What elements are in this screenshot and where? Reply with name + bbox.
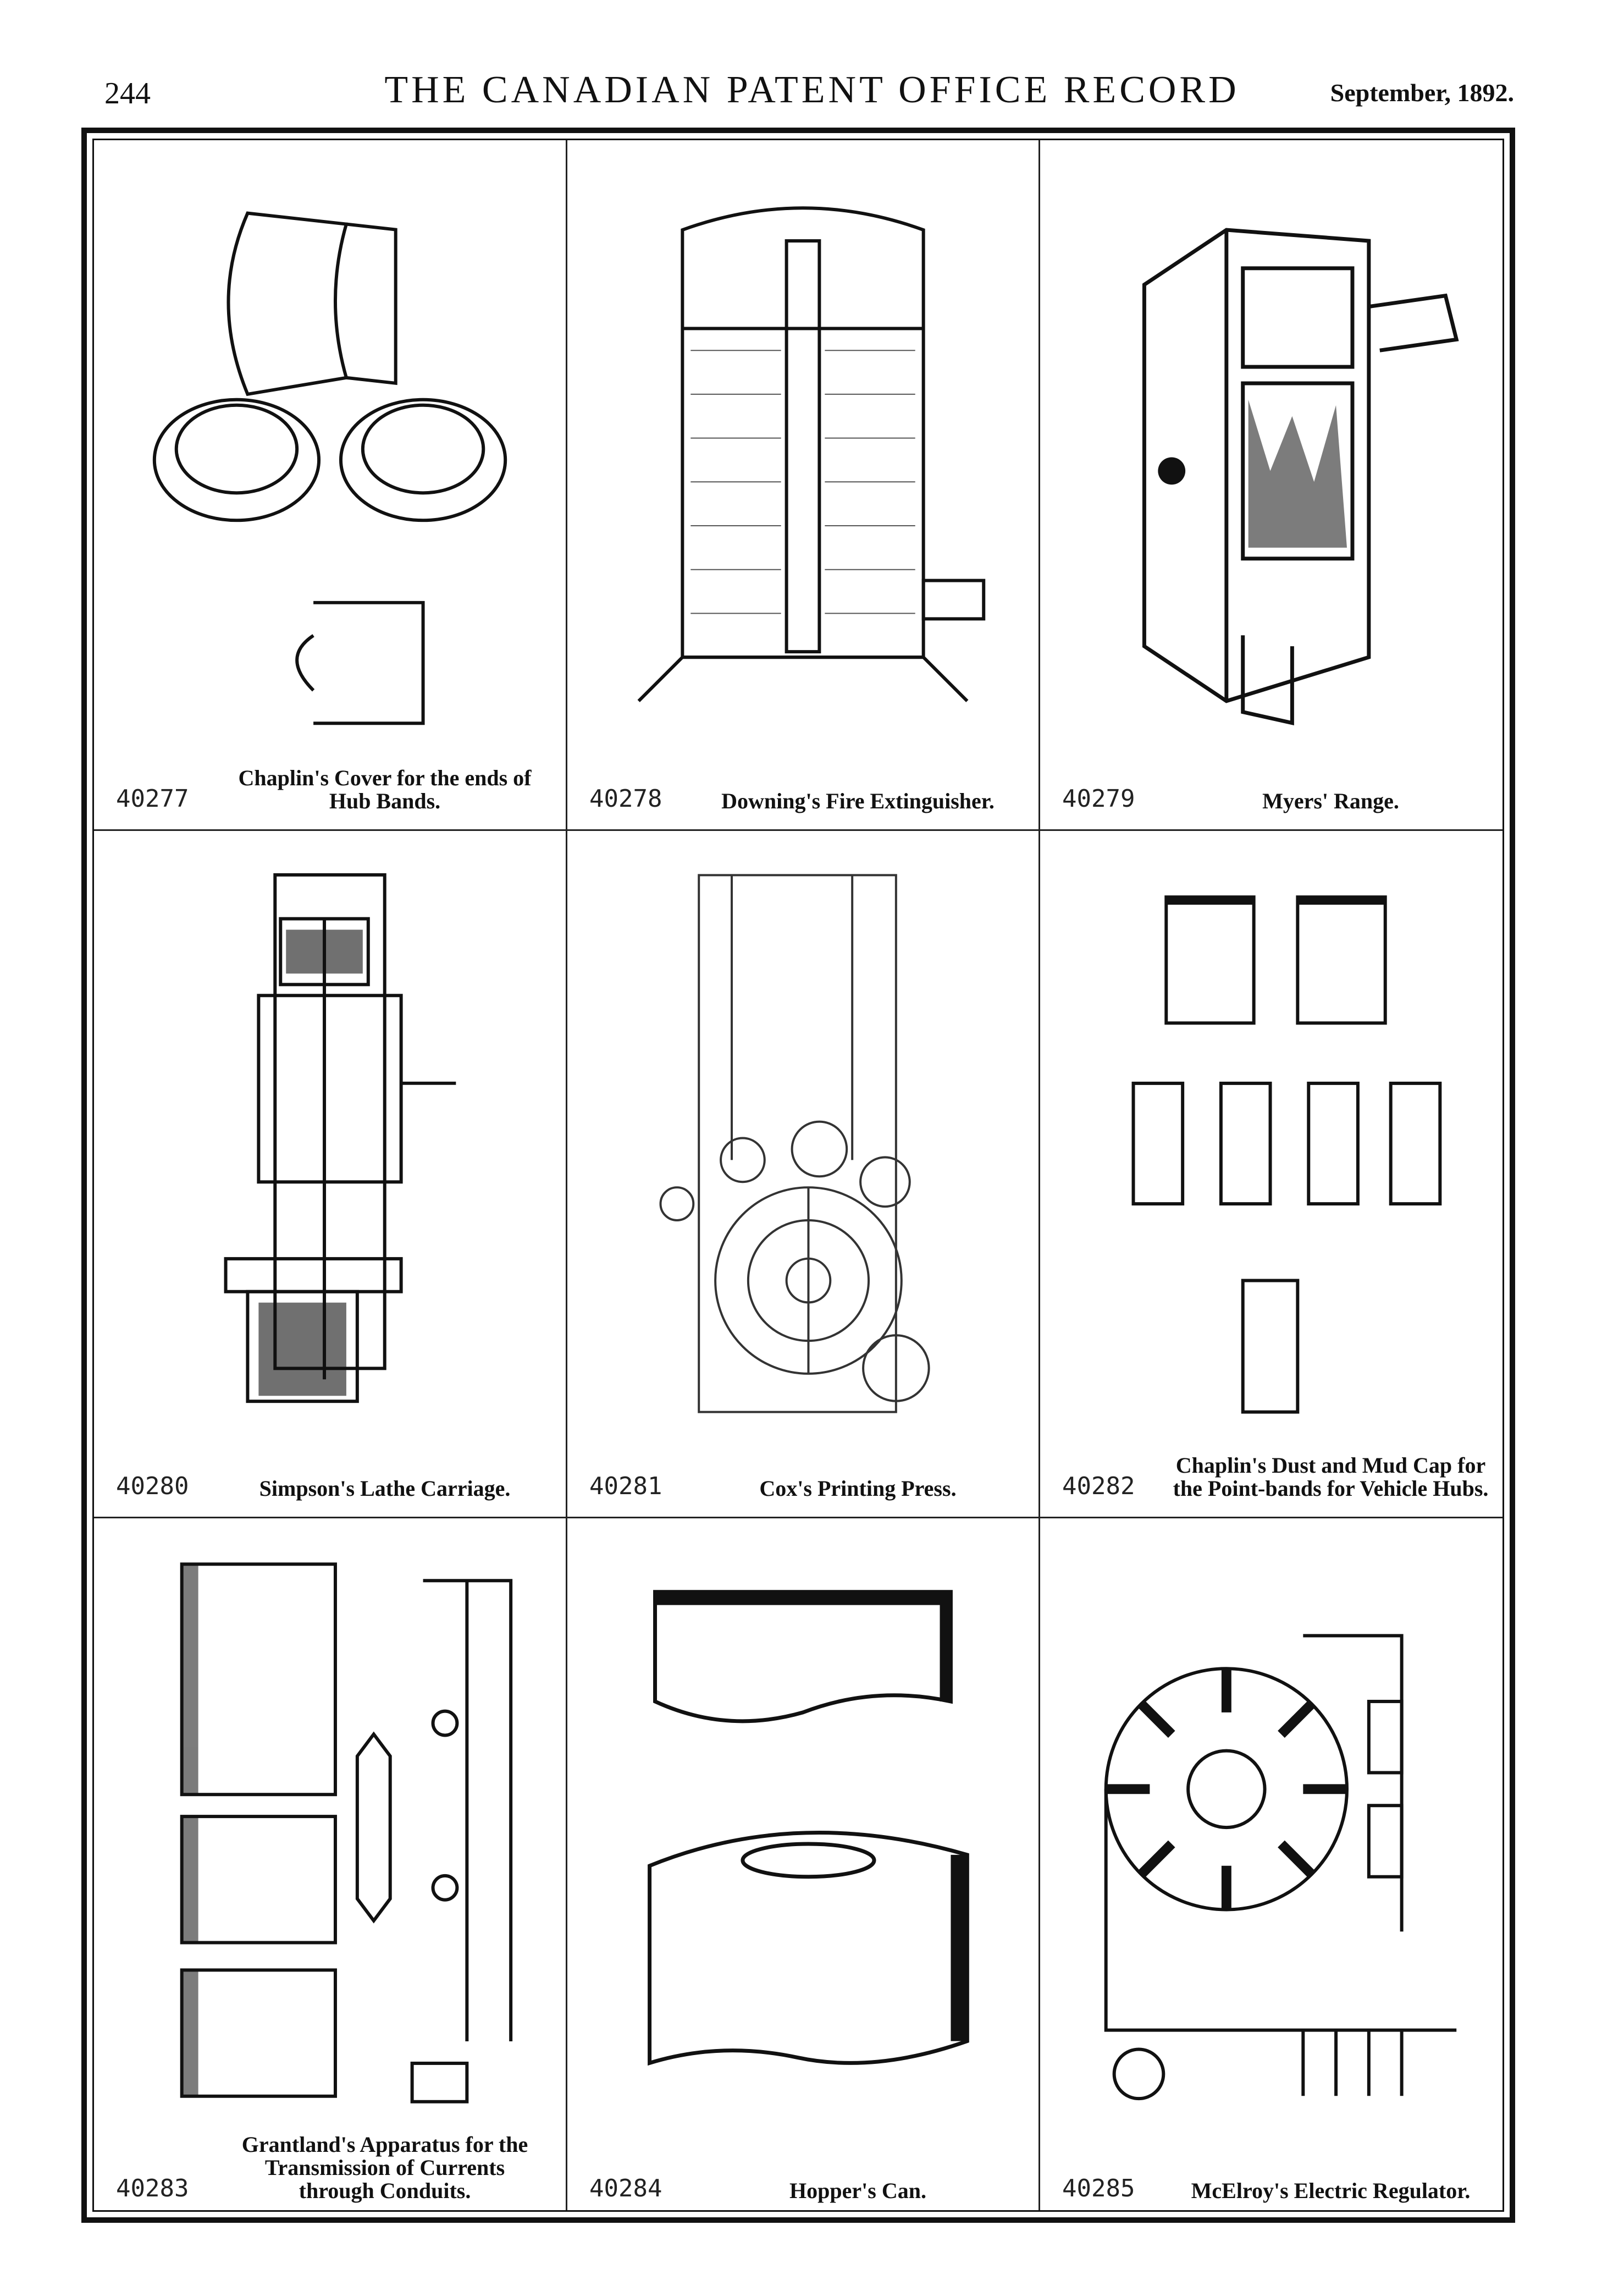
patent-caption: 40284 Hopper's Can.: [589, 2142, 1017, 2208]
patent-title: Grantland's Apparatus for the Transmissi…: [241, 2132, 528, 2203]
journal-title: THE CANADIAN PATENT OFFICE RECORD: [384, 69, 1240, 111]
patent-drawing-hub-band-cover: [116, 162, 544, 747]
patent-entry-40277: 40277 Chaplin's Cover for the ends of Hu…: [94, 140, 566, 829]
patent-drawing-current-transmission: [116, 1540, 544, 2136]
patent-title: Myers' Range.: [1262, 789, 1399, 813]
patent-number: 40285: [1062, 2174, 1135, 2202]
patent-entry-40285: 40285 McElroy's Electric Regulator.: [1040, 1518, 1511, 2219]
patent-caption: 40283 Grantland's Apparatus for the Tran…: [116, 2133, 544, 2208]
patent-caption: 40282 Chaplin's Dust and Mud Cap for the…: [1062, 1440, 1489, 1506]
row-divider: [94, 1517, 1503, 1518]
patent-number: 40284: [589, 2174, 662, 2202]
patent-number: 40282: [1062, 1472, 1135, 1500]
patent-entry-40281: 40281 Cox's Printing Press.: [567, 831, 1039, 1517]
patent-entry-40280: 40280 Simpson's Lathe Carriage.: [94, 831, 566, 1517]
patent-entry-40278: 40278 Downing's Fire Extinguisher.: [567, 140, 1039, 829]
patent-title: McElroy's Electric Regulator.: [1191, 2178, 1471, 2203]
column-divider: [566, 140, 567, 2210]
patent-number: 40278: [589, 785, 662, 813]
patent-number: 40279: [1062, 785, 1135, 813]
page-header: 244 THE CANADIAN PATENT OFFICE RECORD Se…: [0, 66, 1624, 132]
patent-caption: 40285 McElroy's Electric Regulator.: [1062, 2142, 1489, 2208]
patent-title: Cox's Printing Press.: [759, 1476, 957, 1501]
patent-drawing-fire-extinguisher: [589, 162, 1017, 747]
page-number: 244: [104, 76, 151, 111]
issue-date: September, 1892.: [1330, 79, 1514, 107]
patent-title: Chaplin's Cover for the ends of Hub Band…: [238, 765, 532, 813]
patent-caption: 40280 Simpson's Lathe Carriage.: [116, 1440, 544, 1506]
patent-drawing-can: [589, 1540, 1017, 2136]
patent-entry-40283: 40283 Grantland's Apparatus for the Tran…: [94, 1518, 566, 2219]
patent-drawing-range-stove: [1062, 162, 1489, 747]
patent-title: Chaplin's Dust and Mud Cap for the Point…: [1173, 1453, 1489, 1501]
patent-drawing-electric-regulator: [1062, 1540, 1489, 2136]
patent-title: Hopper's Can.: [789, 2178, 926, 2203]
patent-grid: 40277 Chaplin's Cover for the ends of Hu…: [92, 139, 1504, 2212]
patent-drawing-dust-cap: [1062, 853, 1489, 1434]
patent-caption: 40277 Chaplin's Cover for the ends of Hu…: [116, 752, 544, 818]
patent-entry-40284: 40284 Hopper's Can.: [567, 1518, 1039, 2219]
patent-caption: 40278 Downing's Fire Extinguisher.: [589, 752, 1017, 818]
patent-entry-40282: 40282 Chaplin's Dust and Mud Cap for the…: [1040, 831, 1511, 1517]
patent-drawing-lathe-carriage: [116, 853, 544, 1434]
patent-title: Simpson's Lathe Carriage.: [259, 1476, 511, 1501]
patent-grid-frame: 40277 Chaplin's Cover for the ends of Hu…: [81, 128, 1515, 2223]
patent-number: 40281: [589, 1472, 662, 1500]
patent-number: 40283: [116, 2174, 189, 2202]
patent-drawing-printing-press: [589, 853, 1017, 1434]
patent-entry-40279: 40279 Myers' Range.: [1040, 140, 1511, 829]
patent-caption: 40281 Cox's Printing Press.: [589, 1440, 1017, 1506]
patent-caption: 40279 Myers' Range.: [1062, 752, 1489, 818]
row-divider: [94, 829, 1503, 831]
patent-title: Downing's Fire Extinguisher.: [721, 789, 995, 813]
column-divider: [1039, 140, 1040, 2210]
patent-number: 40280: [116, 1472, 189, 1500]
patent-number: 40277: [116, 785, 189, 813]
